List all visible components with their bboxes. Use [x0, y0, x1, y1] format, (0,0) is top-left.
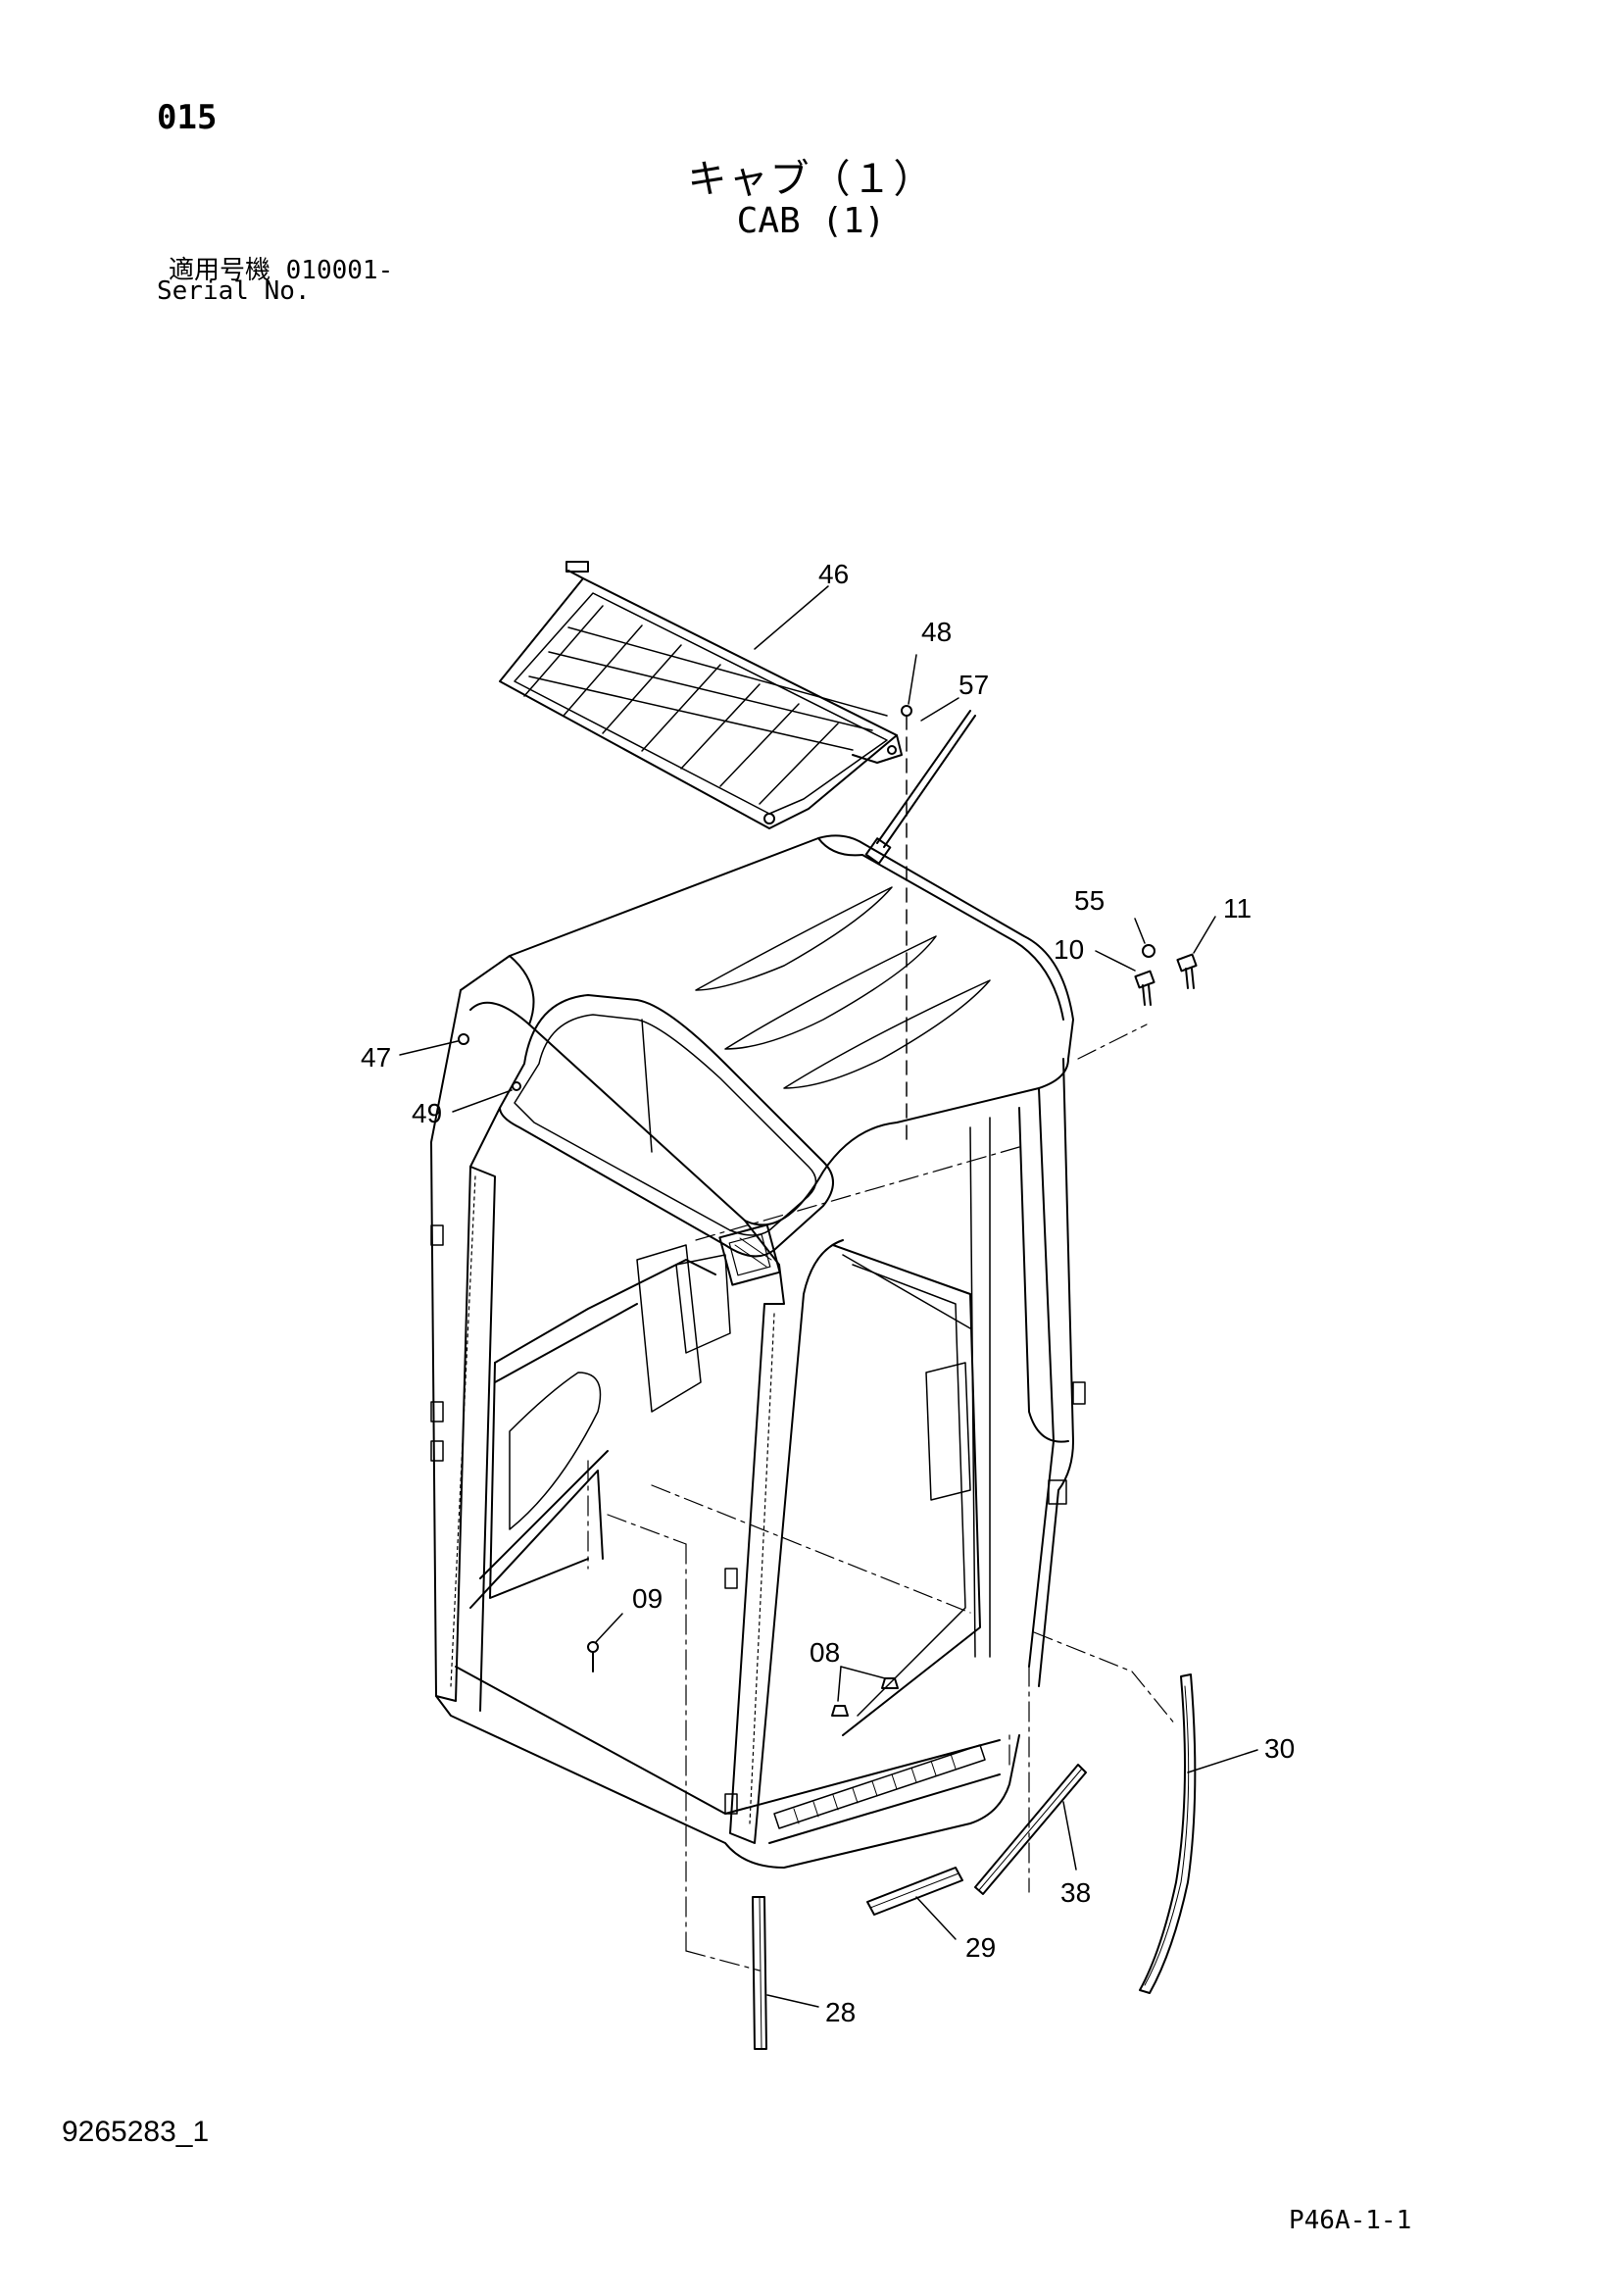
callout-08: 08 — [810, 1637, 840, 1668]
callout-leaders — [399, 585, 1258, 2008]
cab-frame — [430, 834, 1177, 1972]
serial-label-japanese: 適用号機 010001- — [169, 256, 394, 285]
page-title-japanese: キャブ（１） — [687, 157, 935, 202]
callout-57: 57 — [958, 670, 989, 700]
page-reference: P46A-1-1 — [1289, 2206, 1412, 2235]
callout-48: 48 — [921, 617, 952, 647]
callout-49: 49 — [412, 1098, 442, 1128]
page-number: 015 — [157, 98, 218, 137]
seal-strips — [752, 1673, 1197, 2050]
callout-10: 10 — [1054, 934, 1084, 965]
small-screws — [458, 1033, 899, 1717]
callout-30: 30 — [1264, 1733, 1295, 1764]
serial-label-english: Serial No. — [157, 276, 311, 306]
callout-55: 55 — [1074, 885, 1105, 916]
callout-46: 46 — [818, 559, 849, 589]
callout-38: 38 — [1060, 1877, 1091, 1908]
callout-11: 11 — [1223, 893, 1252, 923]
callout-labels: 46 48 57 55 11 10 47 49 09 08 30 38 29 2… — [361, 559, 1295, 2027]
document-id: 9265283_1 — [62, 2116, 210, 2148]
roof-panel-part — [499, 561, 903, 829]
bolts-10-11-55 — [1134, 944, 1198, 1006]
callout-28: 28 — [825, 1997, 856, 2027]
callout-29: 29 — [965, 1932, 996, 1963]
roof-strut-part — [864, 705, 976, 1148]
callout-09: 09 — [632, 1583, 663, 1614]
callout-47: 47 — [361, 1042, 391, 1073]
page-title-english: CAB (1) — [736, 201, 886, 241]
